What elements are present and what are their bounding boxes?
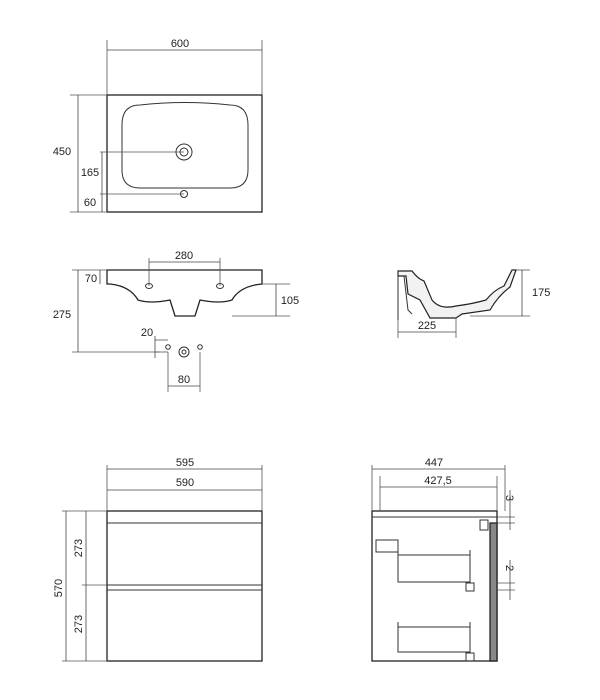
cabinet-front-view: 595 590 570 273 273 xyxy=(53,457,263,662)
cabinet-side-section: 447 427,5 3 2 xyxy=(371,457,515,662)
dim-front-right: 105 xyxy=(281,295,299,307)
dim-drain-offset: 165 xyxy=(81,167,99,179)
dim-drawer-upper: 273 xyxy=(73,539,85,557)
dim-drawer-lower: 273 xyxy=(73,615,85,633)
dim-holes-spacing: 280 xyxy=(175,250,193,262)
basin-bowl-outline xyxy=(121,102,249,189)
basin-front-outline xyxy=(106,269,263,317)
cabinet-front-outline xyxy=(106,510,263,662)
small-hole-right-icon xyxy=(197,344,203,350)
front-panel xyxy=(489,522,498,662)
basin-top-outline xyxy=(106,94,263,213)
dim-front-height: 275 xyxy=(53,309,71,321)
dim-front-small: 20 xyxy=(141,327,153,339)
dim-drain-width: 80 xyxy=(178,374,190,386)
dim-front-top: 70 xyxy=(85,273,97,285)
siphon-inner-icon xyxy=(181,349,187,355)
cabinet-side-outline xyxy=(371,510,498,662)
dim-top-depth: 450 xyxy=(53,146,71,158)
lower-drawer-box xyxy=(397,622,471,653)
upper-drawer-box xyxy=(397,550,471,583)
basin-top-view: 600 450 165 60 xyxy=(53,38,263,213)
dim-cab-height: 570 xyxy=(53,579,65,597)
siphon-cutout xyxy=(375,539,399,553)
dim-basin-length: 225 xyxy=(418,320,436,332)
dim-tap-offset: 60 xyxy=(84,197,96,209)
dim-cab-side-inner: 427,5 xyxy=(424,475,452,487)
dim-basin-depth: 175 xyxy=(532,287,550,299)
basin-front-view: 280 70 275 105 20 80 xyxy=(53,250,299,392)
dim-top-width: 600 xyxy=(171,38,189,50)
dim-gap-mid: 2 xyxy=(503,565,515,571)
siphon-icon xyxy=(178,346,190,358)
dim-cab-side-outer: 447 xyxy=(425,457,443,469)
basin-section-wall xyxy=(397,269,517,319)
small-hole-left-icon xyxy=(165,344,171,350)
dim-cab-front-outer: 595 xyxy=(176,457,194,469)
dim-gap-top: 3 xyxy=(503,495,515,501)
basin-side-section: 175 225 xyxy=(397,269,550,338)
dim-cab-front-inner: 590 xyxy=(176,477,194,489)
